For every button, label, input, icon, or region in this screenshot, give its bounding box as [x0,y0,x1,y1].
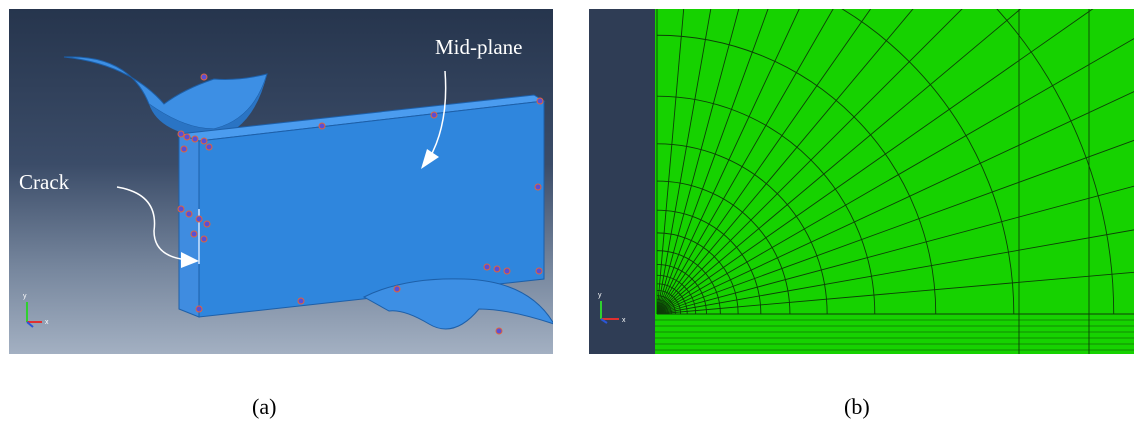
mid-plane-arrowhead [421,149,439,169]
mesh-spoke [656,9,1022,315]
axis-triad-a: y x [23,293,49,328]
upper-support-shadow [149,74,267,139]
lower-support-roller [362,278,553,330]
triad-x-label: x [45,319,49,326]
mid-plane-label: Mid-plane [435,35,523,59]
panel-b-mesh-view: y x [589,9,1134,354]
mesh-spoke [656,9,914,315]
mesh-region [655,9,1134,354]
triad-y-label-b: y [598,292,602,299]
mesh-spoke [656,185,1134,315]
mesh-spoke [656,9,769,315]
axis-triad-b: y x [598,292,626,324]
beam-end-face [178,133,200,318]
mesh-lines [655,9,1134,354]
caption-a: (a) [252,394,277,419]
mesh-ring [996,9,1115,315]
mesh-spoke [656,9,834,315]
mesh-spoke [656,9,963,315]
specimen-model-drawing: y x [23,56,553,335]
boundary-condition-markers [177,73,544,335]
triad-y-label: y [23,293,27,300]
mesh-spoke [656,9,1094,315]
mid-plane-arrow [428,70,447,160]
mesh-spoke [656,271,1134,315]
mesh-spoke [656,229,1134,315]
caption-b: (b) [844,394,870,419]
mesh-spoke [656,9,800,315]
triad-x-label-b: x [622,317,626,324]
mesh-spoke [656,9,712,315]
upper-support-roller [63,56,268,130]
mesh-spoke [656,139,1134,315]
mesh-spoke [656,91,1134,315]
mesh-drawing: y x [598,9,1134,354]
mesh-spoke [656,9,872,315]
mesh-spoke [656,9,685,315]
mesh-spoke [656,38,1134,315]
mesh-spoke [656,9,740,315]
panel-a-model-view: y x Mid-plane Crack [9,9,553,354]
crack-arrow [116,186,182,260]
crack-label: Crack [19,170,70,194]
crack-arrowhead [181,252,199,268]
